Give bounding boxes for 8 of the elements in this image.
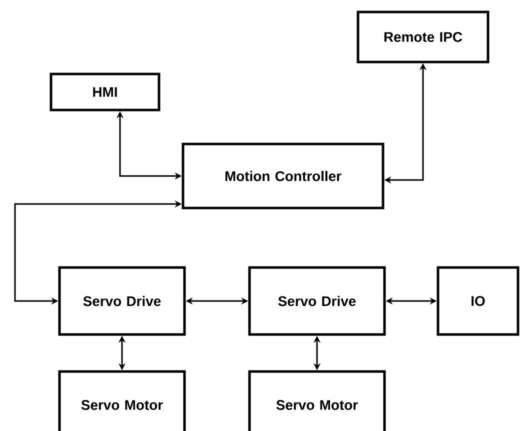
block-box: IO <box>436 266 520 336</box>
block-box: Servo Motor <box>248 370 386 431</box>
block-box: Servo Drive <box>58 266 186 336</box>
block-box: HMI <box>50 72 160 112</box>
block-box: Remote IPC <box>356 10 490 64</box>
block-box: Servo Drive <box>248 266 386 336</box>
block-box: Servo Motor <box>58 370 186 431</box>
block-box: Motion Controller <box>182 142 384 210</box>
